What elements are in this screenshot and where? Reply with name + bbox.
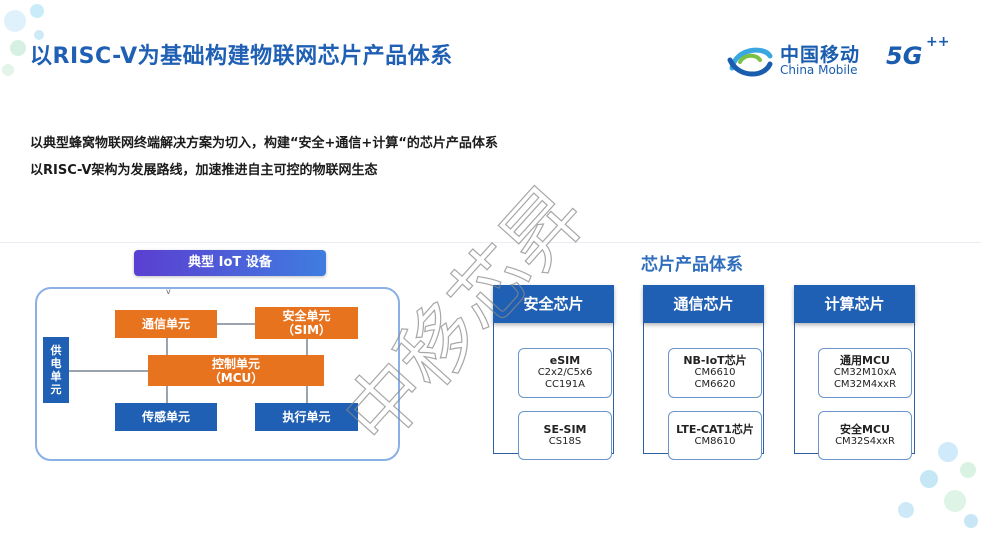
divider-line (0, 242, 981, 243)
security-unit: 安全单元 （SIM） (255, 307, 358, 339)
chip-system-title: 芯片产品体系 (641, 255, 743, 275)
chip-card-se-sim: SE-SIM CS18S (518, 411, 612, 460)
chip-card-title: NB-IoT芯片 (683, 354, 747, 367)
iot-device-frame (35, 287, 400, 461)
chip-card-line: CM32S4xxR (835, 435, 895, 447)
chip-card-line: CM6620 (694, 379, 736, 390)
chip-card-line: CC191A (545, 379, 585, 390)
connector-comm-mcu (166, 338, 168, 355)
chip-card-line: CM6610 (694, 367, 736, 378)
chip-card-line: C2x2/C5x6 (537, 367, 593, 378)
watermark: 中移芯昇 (340, 170, 603, 463)
logo-chinese-name: 中国移动 (780, 44, 861, 66)
chip-card-title: SE-SIM (543, 422, 587, 436)
chip-card-line: CM32M10xA (833, 367, 897, 378)
security-chip-header: 安全芯片 (493, 285, 614, 323)
chip-card-general-mcu: 通用MCU CM32M10xA CM32M4xxR (818, 348, 912, 398)
china-mobile-logo: 中国移动 China Mobile 5G ++ (726, 34, 956, 84)
power-unit-char: 供 (50, 344, 62, 357)
connector-mcu-exec (306, 386, 308, 403)
chip-card-secure-mcu: 安全MCU CM32S4xxR (818, 411, 912, 460)
chip-card-lte-cat1: LTE-CAT1芯片 CM8610 (668, 411, 762, 460)
control-unit: 控制单元 （MCU） (148, 355, 324, 386)
logo-5g-plus: ++ (926, 34, 950, 50)
slide-title: 以RISC-V为基础构建物联网芯片产品体系 (30, 44, 453, 69)
corner-decoration-bottom-right (880, 440, 981, 537)
control-unit-sub: （MCU） (208, 370, 264, 385)
intro-line-2: 以RISC-V架构为发展路线，加速推进自主可控的物联网生态 (30, 163, 378, 178)
logo-5g-mark: 5G (886, 42, 923, 70)
intro-line-1: 以典型蜂窝物联网终端解决方案为切入，构建“安全+通信+计算“的芯片产品体系 (30, 136, 498, 151)
chip-card-line: CM32M4xxR (833, 379, 897, 390)
security-unit-label: 安全单元 (282, 309, 331, 323)
chip-card-line: CS18S (548, 435, 582, 447)
chip-card-title: 安全MCU (840, 422, 890, 436)
comm-unit: 通信单元 (115, 310, 217, 338)
chip-card-title: eSIM (549, 354, 581, 367)
chip-card-title: 通用MCU (840, 354, 890, 367)
watermark-text: 中移芯昇 (340, 171, 603, 463)
iot-device-title: 典型 IoT 设备 (134, 250, 326, 276)
power-unit-char: 单 (50, 370, 62, 383)
corner-decoration-top-left (0, 0, 70, 90)
security-unit-sub: （SIM） (281, 323, 332, 337)
chevron-down-icon: v (166, 287, 171, 296)
chip-card-nb-iot: NB-IoT芯片 CM6610 CM6620 (668, 348, 762, 398)
connector-power-mcu (69, 370, 148, 372)
actuator-unit: 执行单元 (255, 403, 358, 431)
chip-card-line: CM8610 (694, 435, 736, 447)
china-mobile-swirl-icon (727, 47, 773, 77)
chip-card-esim: eSIM C2x2/C5x6 CC191A (518, 348, 612, 398)
control-unit-label: 控制单元 (211, 356, 260, 371)
compute-chip-header: 计算芯片 (794, 285, 915, 323)
connector-comm-sec (217, 323, 255, 325)
power-unit-char: 电 (50, 357, 62, 370)
sensor-unit: 传感单元 (115, 403, 217, 431)
logo-english-name: China Mobile (780, 63, 858, 77)
chip-card-title: LTE-CAT1芯片 (676, 422, 754, 436)
power-unit-char: 元 (50, 383, 62, 396)
connector-sec-mcu (306, 339, 308, 355)
comm-chip-header: 通信芯片 (643, 285, 764, 323)
connector-mcu-sense (166, 386, 168, 403)
power-unit: 供 电 单 元 (43, 337, 69, 403)
